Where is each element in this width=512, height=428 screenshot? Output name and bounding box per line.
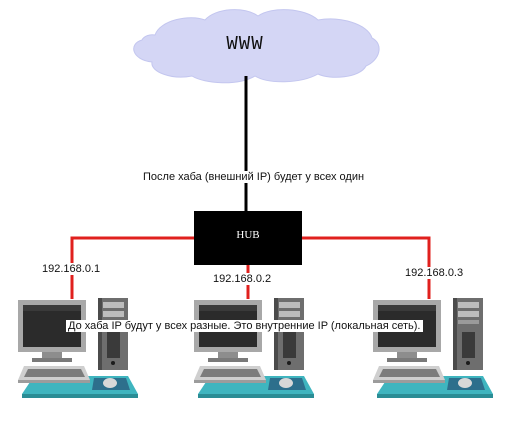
computer-2 [194,298,314,398]
cloud-label: WWW [226,33,264,55]
hub-label: HUB [236,229,260,241]
internal-ip-note: До хаба IP будут у всех разные. Это внут… [66,320,423,332]
computer-1 [18,298,138,398]
ip-label-2: 192.168.0.2 [211,273,274,285]
hub-box [194,211,302,265]
external-ip-note: После хаба (внешний IP) будет у всех оди… [141,171,367,183]
computer-3 [373,298,493,398]
ip-label-1: 192.168.0.1 [40,263,103,275]
cloud-shape [133,9,380,84]
ip-label-3: 192.168.0.3 [403,267,466,279]
